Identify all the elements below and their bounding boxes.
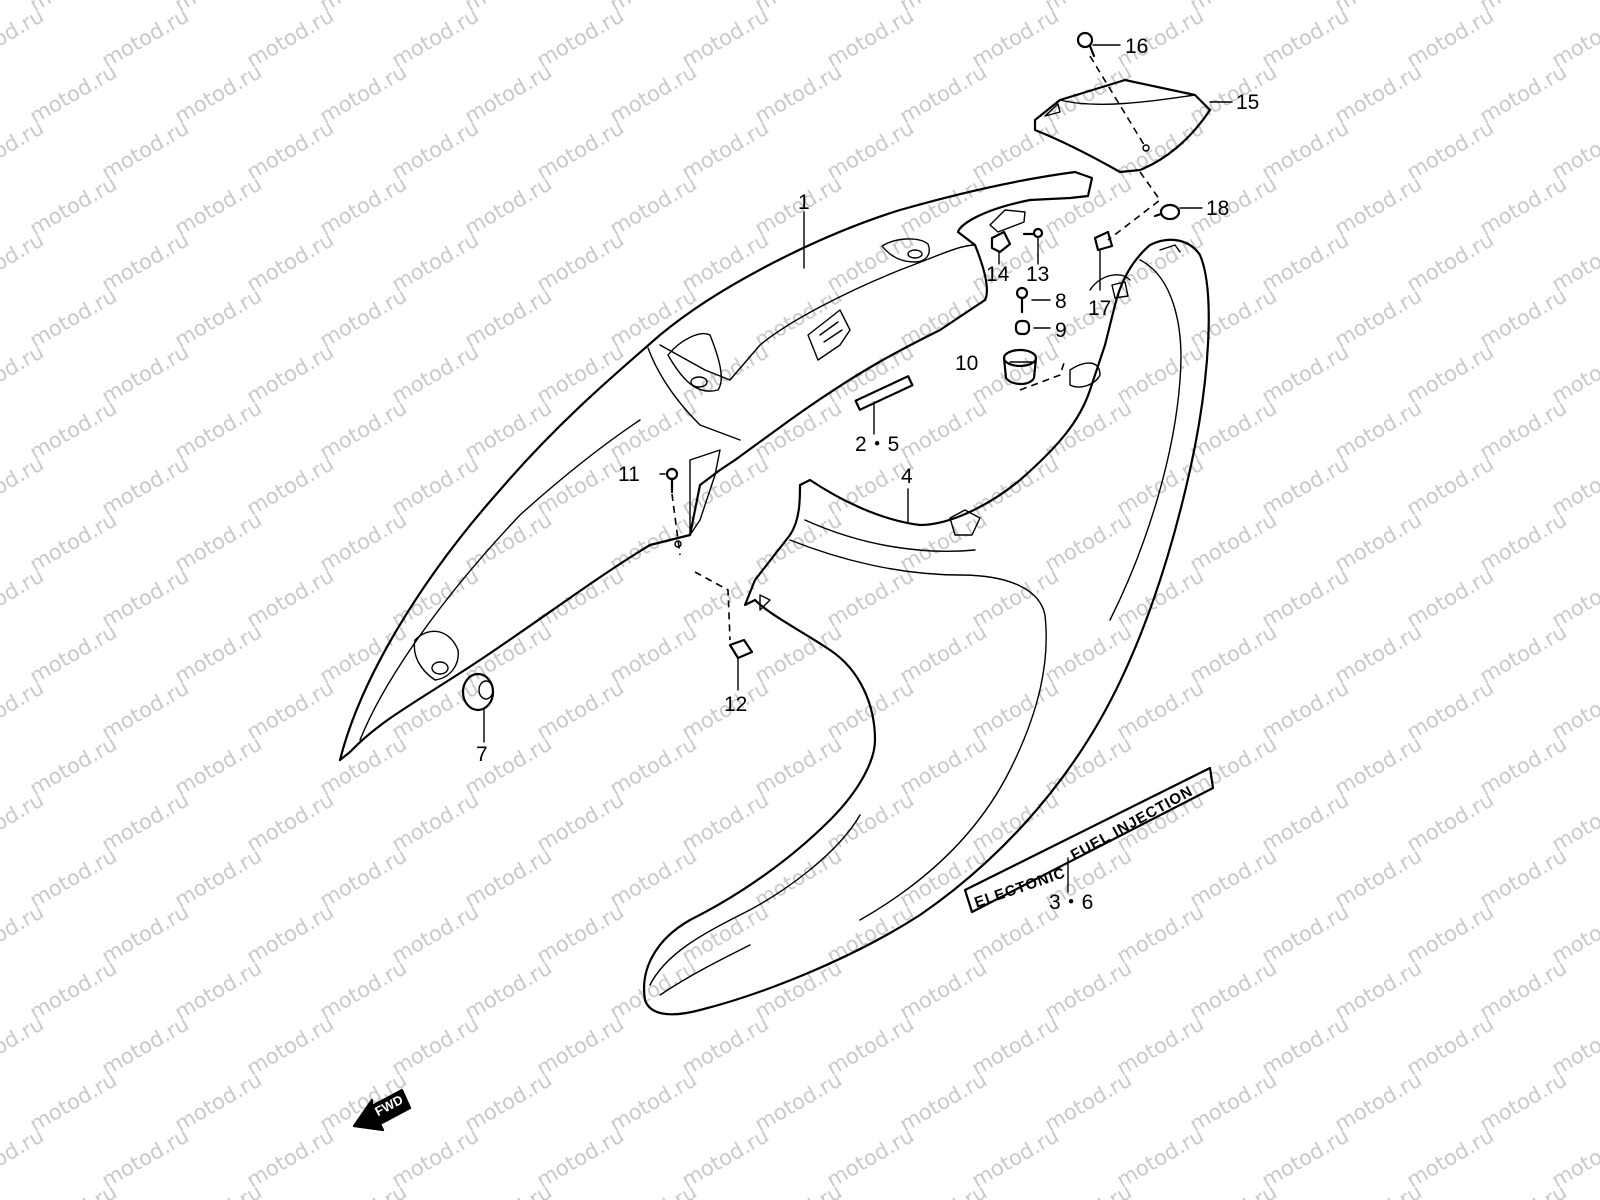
callout-12: 12 [724, 693, 748, 716]
callout-14: 14 [986, 263, 1010, 286]
decal-3-6 [963, 766, 1215, 914]
fwd-arrow-icon [352, 1088, 412, 1132]
strip-decal-2-5 [854, 375, 914, 411]
callout-18: 18 [1206, 197, 1230, 220]
tail-piece-15 [1033, 78, 1212, 174]
callout-17: 17 [1088, 297, 1112, 320]
callout-4: 4 [901, 465, 913, 488]
callout-16: 16 [1125, 35, 1149, 58]
side-cover-right [643, 238, 1210, 1016]
callout-1: 1 [798, 191, 810, 214]
callout-8: 8 [1055, 290, 1067, 313]
callout-11: 11 [618, 463, 640, 486]
callout-13: 13 [1026, 263, 1050, 286]
callout-2-5: 2・5 [855, 433, 900, 456]
callout-10: 10 [955, 352, 979, 375]
callout-7: 7 [476, 743, 488, 766]
leader-lines [483, 44, 1233, 893]
callout-15: 15 [1236, 91, 1260, 114]
tail-cover-upper [338, 170, 1094, 762]
callout-9: 9 [1055, 319, 1067, 342]
callout-3-6: 3・6 [1049, 891, 1094, 914]
hardware-parts [461, 31, 1181, 712]
assembly-lines [671, 55, 1162, 641]
